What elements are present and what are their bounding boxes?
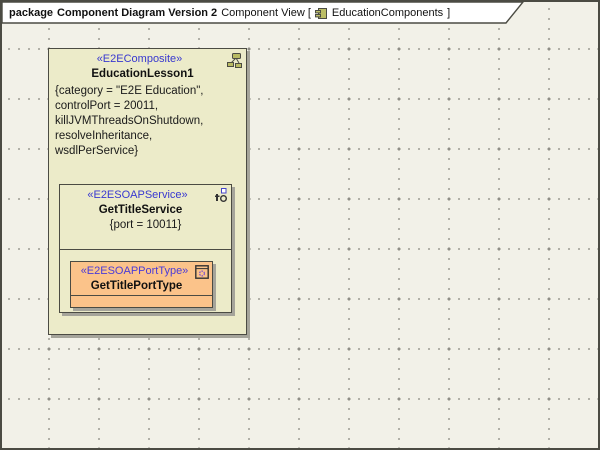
property-line: killJVMThreadsOnShutdown, <box>55 115 204 127</box>
port-type-icon <box>195 265 209 279</box>
soap-service-icon <box>215 188 227 202</box>
composite-name: EducationLesson1 <box>91 68 194 80</box>
header-kind-label: package <box>9 7 54 19</box>
diagram-header-text: package Component Diagram Version 2 Comp… <box>9 5 450 21</box>
porttype-name: GetTitlePortType <box>90 280 183 292</box>
header-view-label: Component View [ <box>221 7 311 19</box>
composite-stereotype: «E2EComposite» <box>96 53 183 65</box>
service-port-property: {port = 10011} <box>109 219 182 231</box>
header-diagram-name: EducationComponents <box>331 7 444 19</box>
property-line: controlPort = 20011, <box>55 100 159 112</box>
service-compartment-separator <box>60 249 231 250</box>
service-stereotype: «E2ESOAPService» <box>87 189 188 201</box>
header-close-bracket: ] <box>447 7 451 19</box>
header-diagram-title: Component Diagram Version 2 <box>57 7 218 19</box>
service-name: GetTitleService <box>98 204 183 216</box>
property-line: resolveInheritance, <box>55 130 153 142</box>
composite-node-education-lesson1[interactable]: «E2EComposite» EducationLesson1 {categor… <box>48 48 247 335</box>
service-node-get-title-service[interactable]: «E2ESOAPService» GetTitleService {port =… <box>59 184 232 313</box>
property-line: wsdlPerService} <box>55 145 139 157</box>
porttype-compartment-separator <box>71 295 212 296</box>
diagram-header-tab <box>2 2 524 24</box>
composite-structure-icon <box>227 53 242 68</box>
component-icon <box>314 7 327 19</box>
porttype-node-get-title-port-type[interactable]: «E2ESOAPPortType» GetTitlePortType <box>70 261 213 308</box>
composite-properties: {category = "E2E Education", controlPort… <box>49 80 246 159</box>
property-line: {category = "E2E Education", <box>55 85 204 97</box>
porttype-stereotype: «E2ESOAPPortType» <box>80 265 189 277</box>
